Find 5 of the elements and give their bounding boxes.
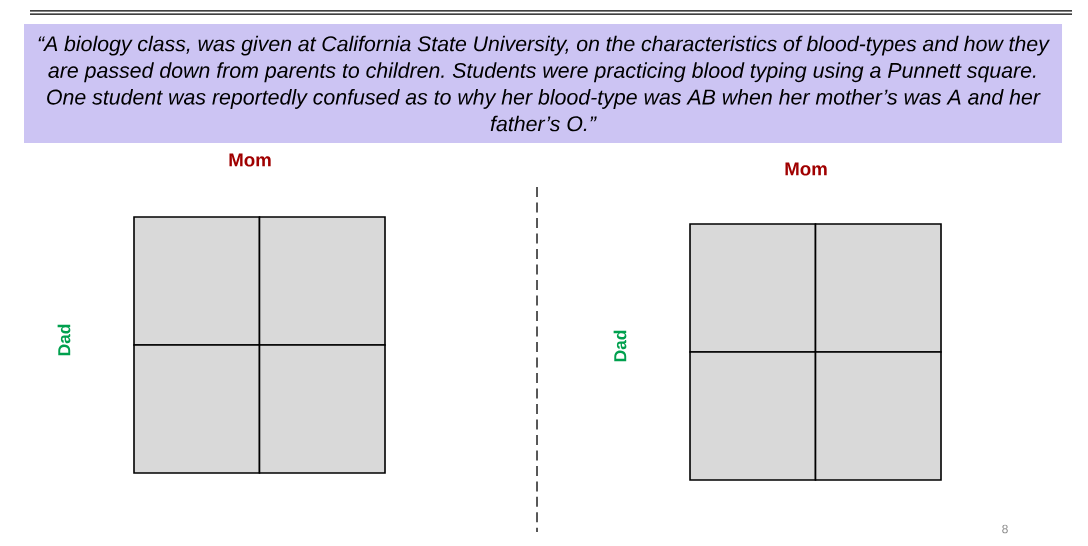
parent-label: Dad — [57, 324, 71, 356]
page-number: 8 — [1002, 524, 1008, 534]
parent-label: Dad — [613, 330, 627, 362]
quote-box: “A biology class, was given at California State University, on the characteristics of blood-types and how they are passed down from parents to children. Students were practicing blood typing using a Punnett square. One student was reportedly confused as to why her blood-type was AB when her mother’s was A and her father’s O.” — [24, 24, 1062, 143]
parent-label: Mom — [785, 162, 827, 176]
